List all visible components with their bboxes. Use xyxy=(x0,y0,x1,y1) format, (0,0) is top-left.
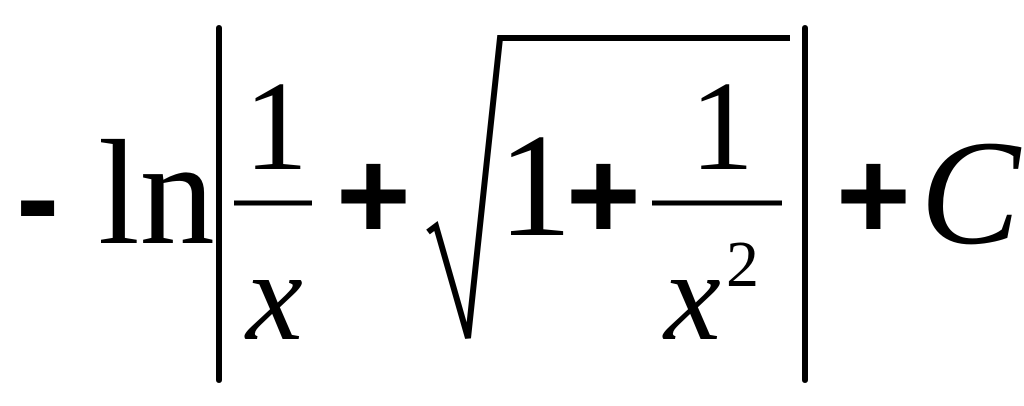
sqrt-radical xyxy=(426,35,790,339)
fraction1-numerator: 1 xyxy=(244,55,308,197)
plus-sign-3: + xyxy=(836,124,911,267)
ln-function: ln xyxy=(98,110,215,276)
integration-constant: C xyxy=(920,110,1021,276)
fraction1-denominator: x xyxy=(246,225,303,367)
sqrt-one: 1 xyxy=(498,104,572,268)
fraction2-numerator: 1 xyxy=(690,55,754,197)
fraction2-denominator: x xyxy=(664,225,721,367)
exponent-two: 2 xyxy=(726,228,759,301)
plus-sign-1: + xyxy=(336,124,411,267)
plus-sign-2: + xyxy=(566,124,641,267)
minus-sign: - xyxy=(16,124,60,270)
